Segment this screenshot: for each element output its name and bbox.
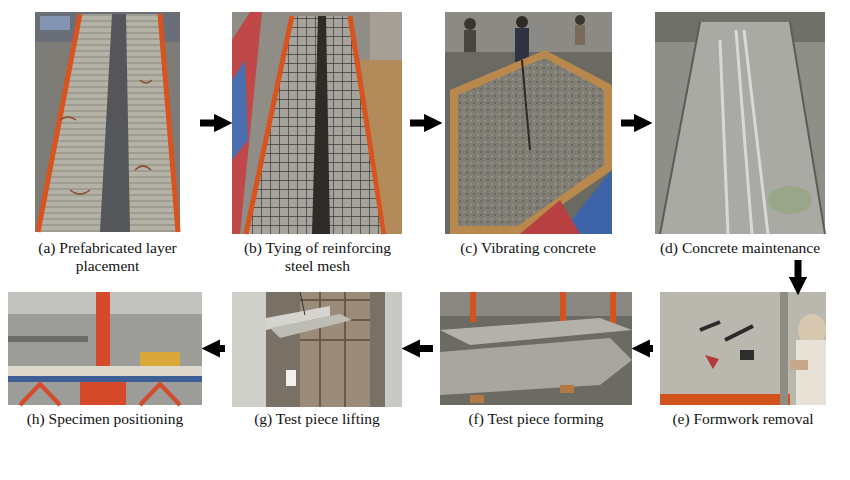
photo-e: [660, 292, 826, 405]
photo-c: [445, 12, 612, 234]
photo-f: [440, 292, 632, 405]
process-step: (f) Test piece forming: [438, 292, 634, 428]
flow-arrow: [795, 260, 802, 288]
photo-d: [655, 12, 825, 234]
flow-arrow: [410, 120, 435, 127]
step-caption: (h) Specimen positioning: [6, 410, 204, 428]
flow-arrow: [209, 345, 225, 352]
process-step: (a) Prefabricated layer placement: [20, 12, 195, 275]
process-step: (c) Vibrating concrete: [440, 12, 616, 257]
flow-arrow: [409, 345, 433, 352]
step-caption: (f) Test piece forming: [438, 410, 634, 428]
process-step: (g) Test piece lifting: [230, 292, 404, 428]
flow-arrow: [621, 120, 645, 127]
step-caption: (e) Formwork removal: [658, 410, 828, 428]
process-step: (b) Tying of reinforcing steel mesh: [230, 12, 405, 275]
process-step: (h) Specimen positioning: [6, 292, 204, 428]
step-caption: (d) Concrete maintenance: [650, 239, 830, 257]
photo-b: [232, 12, 402, 234]
photo-g: [232, 292, 402, 407]
flow-arrow: [639, 345, 653, 352]
flow-arrow: [200, 120, 225, 127]
step-caption: (b) Tying of reinforcing steel mesh: [230, 239, 405, 275]
process-step: (d) Concrete maintenance: [650, 12, 830, 257]
step-caption: (c) Vibrating concrete: [440, 239, 616, 257]
process-step: (e) Formwork removal: [658, 292, 828, 428]
photo-a: [35, 12, 180, 232]
step-caption: (g) Test piece lifting: [230, 410, 404, 428]
step-caption: (a) Prefabricated layer placement: [20, 239, 195, 275]
photo-h: [8, 292, 202, 405]
